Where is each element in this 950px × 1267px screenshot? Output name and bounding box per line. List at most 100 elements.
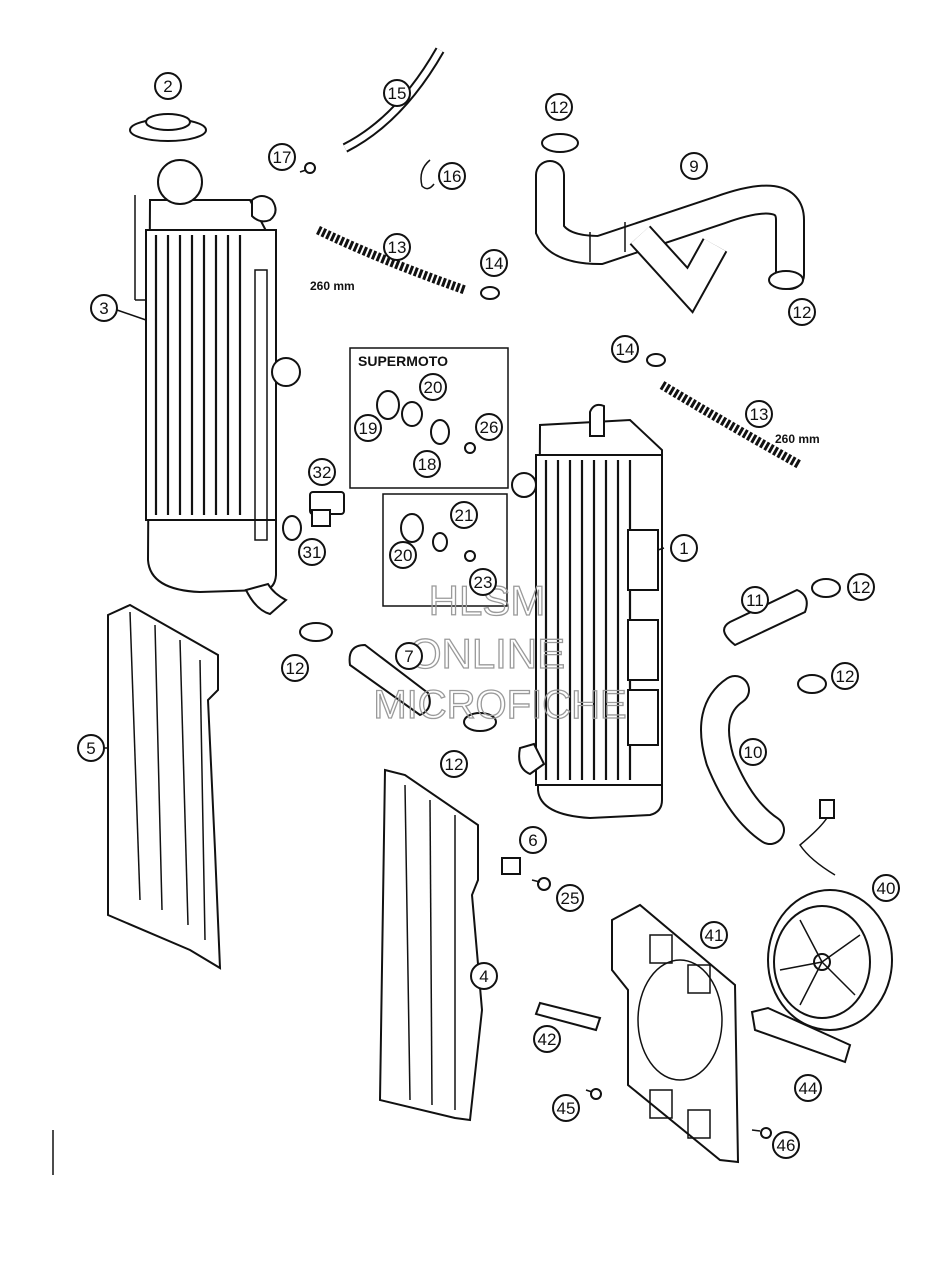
svg-text:18: 18 [418,455,437,474]
right-shroud [378,768,484,1122]
callout-7: 7 [395,642,423,670]
hose-clamp-mid [463,712,497,732]
braided-hose-right [659,381,803,469]
svg-text:1: 1 [679,539,688,558]
y-hose [535,160,805,314]
svg-text:21: 21 [455,506,474,525]
right-radiator [511,403,663,820]
callout-9: 9 [680,152,708,180]
callout-14-left: 14 [480,249,508,277]
overflow-hose-inner [343,48,443,151]
svg-text:20: 20 [394,546,413,565]
callout-5: 5 [77,734,105,762]
callout-10: 10 [739,738,767,766]
svg-text:19: 19 [359,419,378,438]
callout-6: 6 [519,826,547,854]
callout-26: 26 [475,413,503,441]
fan-cover-plate [750,1006,852,1064]
fan-frame [611,903,740,1164]
svg-text:12: 12 [550,98,569,117]
svg-text:45: 45 [557,1099,576,1118]
hose-clamp-right-lower [797,674,827,694]
hose-clamp-right-upper [811,578,841,598]
svg-text:14: 14 [616,340,635,359]
foam-strip [534,1001,602,1032]
callout-14-right: 14 [611,335,639,363]
svg-text:12: 12 [836,667,855,686]
callout-17: 17 [268,143,296,171]
hose-clamp-left [299,622,333,642]
small-clamp-left [480,286,500,300]
svg-text:10: 10 [744,743,763,762]
svg-text:12: 12 [286,659,305,678]
bleed-screw [299,162,316,174]
svg-text:12: 12 [852,578,871,597]
callout-1: 1 [670,534,698,562]
straight-hose-right [723,588,808,647]
callout-20-supermoto: 20 [419,373,447,401]
svg-text:32: 32 [313,463,332,482]
watermark-line-2: ONLINE [409,630,565,677]
hose-length-left: 260 mm [310,279,355,293]
supermoto-label: SUPERMOTO [358,353,448,369]
straight-hose-left [348,643,431,717]
svg-text:7: 7 [404,647,413,666]
left-shroud [107,603,222,970]
braided-hose-left [316,225,467,295]
callout-23: 23 [469,568,497,596]
watermark: HLSM ONLINE MICROFICHE [373,576,628,727]
svg-text:23: 23 [474,573,493,592]
svg-text:12: 12 [793,303,812,322]
svg-text:14: 14 [485,254,504,273]
svg-text:41: 41 [705,926,724,945]
callout-41: 41 [700,921,728,949]
svg-text:2: 2 [163,77,172,96]
callout-42: 42 [533,1025,561,1053]
radiator-cap [129,113,207,142]
callout-12-right-upper: 12 [847,573,875,601]
svg-text:25: 25 [561,889,580,908]
callout-4: 4 [470,962,498,990]
callout-19: 19 [354,414,382,442]
callout-18: 18 [413,450,441,478]
left-radiator [134,159,301,616]
callout-12-mid: 12 [440,750,468,778]
svg-text:16: 16 [443,167,462,186]
callout-12-top: 12 [545,93,573,121]
callout-21: 21 [450,501,478,529]
cooling-fan [767,799,893,1031]
curved-hose [700,675,785,845]
callout-45: 45 [552,1094,580,1122]
callout-3: 3 [90,294,118,322]
svg-text:20: 20 [424,378,443,397]
kit-box-2 [382,493,508,607]
callout-20-kit: 20 [389,541,417,569]
callout-40: 40 [872,874,900,902]
callout-25: 25 [556,884,584,912]
screw-25 [531,877,551,891]
callout-13-left: 13 [383,233,411,261]
supermoto-kit-box [349,347,509,489]
callout-46: 46 [772,1131,800,1159]
svg-text:13: 13 [388,238,407,257]
svg-text:4: 4 [479,967,488,986]
callout-32: 32 [308,458,336,486]
callout-12-left: 12 [281,654,309,682]
hose-length-right: 260 mm [775,432,820,446]
clip-nut [501,857,521,875]
watermark-line-3: MICROFICHE [373,683,626,727]
svg-text:5: 5 [86,739,95,758]
callout-31: 31 [298,538,326,566]
hose-clamp-top [541,133,579,153]
callout-13-right: 13 [745,400,773,428]
svg-text:6: 6 [528,831,537,850]
svg-text:12: 12 [445,755,464,774]
hose-clamp-y-right [768,270,804,290]
callout-12-right-lower: 12 [831,662,859,690]
svg-text:3: 3 [99,299,108,318]
svg-text:9: 9 [689,157,698,176]
svg-text:42: 42 [538,1030,557,1049]
svg-text:17: 17 [273,148,292,167]
svg-text:11: 11 [746,591,764,610]
